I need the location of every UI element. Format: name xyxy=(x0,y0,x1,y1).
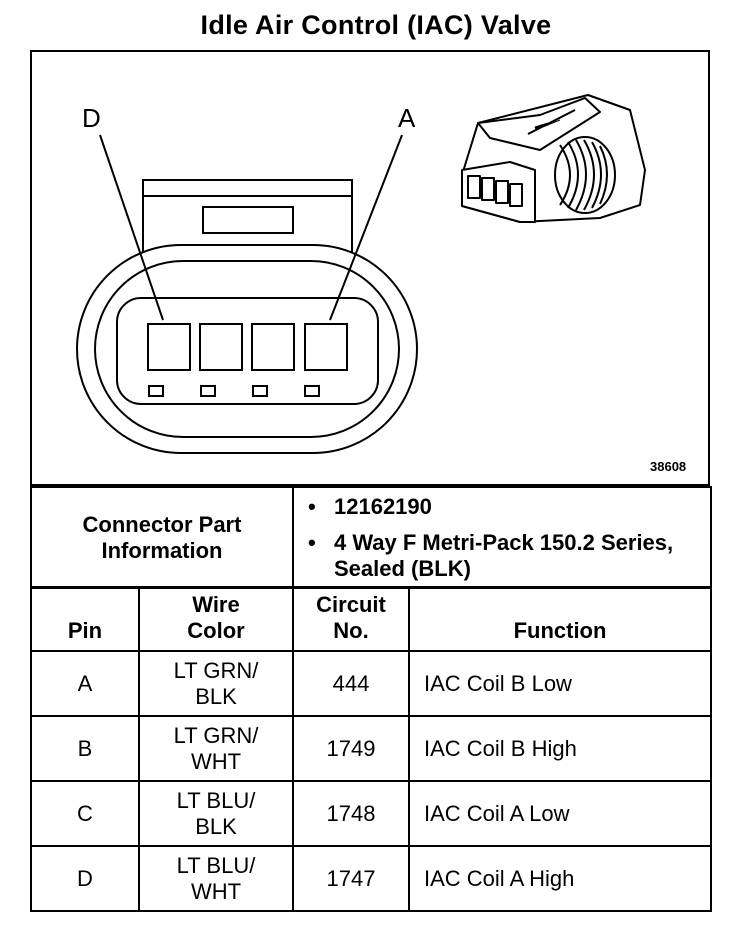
leader-line-a xyxy=(329,134,403,321)
wire-color-cell: LT BLU/BLK xyxy=(138,780,294,847)
connector-figure-frame xyxy=(30,50,710,486)
connector-inner-shell xyxy=(94,260,400,438)
function-cell: IAC Coil A Low xyxy=(408,780,712,847)
page-title: Idle Air Control (IAC) Valve xyxy=(200,10,552,40)
header-circuit: Circuit No. xyxy=(292,586,410,652)
pin-label-d: D xyxy=(82,103,101,133)
pin-cell: A xyxy=(30,650,140,717)
connector-part-info-label: Connector Part Information xyxy=(30,486,294,589)
function-cell: IAC Coil A High xyxy=(408,845,712,912)
terminal-cavity-a xyxy=(304,323,348,371)
header-function: Function xyxy=(408,586,712,652)
figure-number: 38608 xyxy=(650,459,687,474)
table-header-row: Pin Wire Color Circuit No. Function xyxy=(30,586,712,652)
connector-outer-shell xyxy=(76,244,418,454)
wire-color-cell: LT BLU/WHT xyxy=(138,845,294,912)
function-cell: IAC Coil B High xyxy=(408,715,712,782)
header-pin: Pin xyxy=(30,586,140,652)
leader-line-d xyxy=(99,134,164,321)
pin-cell: B xyxy=(30,715,140,782)
wire-color-cell: LT GRN/WHT xyxy=(138,715,294,782)
terminal-cavity-b xyxy=(251,323,295,371)
function-cell: IAC Coil B Low xyxy=(408,650,712,717)
table-row: C LT BLU/BLK 1748 IAC Coil A Low xyxy=(30,780,712,847)
circuit-cell: 1747 xyxy=(292,845,410,912)
table-row: A LT GRN/BLK 444 IAC Coil B Low xyxy=(30,650,712,717)
connector-info-table: Connector Part Information •12162190 •4 … xyxy=(30,486,712,589)
part-description: •4 Way F Metri-Pack 150.2 Series, Sealed… xyxy=(308,529,674,581)
part-number: •12162190 xyxy=(308,493,432,519)
latch-slot xyxy=(202,206,294,234)
connector-part-info-list: •12162190 •4 Way F Metri-Pack 150.2 Seri… xyxy=(292,486,712,589)
cavity-area xyxy=(116,297,379,405)
circuit-cell: 1748 xyxy=(292,780,410,847)
terminal-cavity-c xyxy=(199,323,243,371)
header-wire-color: Wire Color xyxy=(138,586,294,652)
pinout-table: Pin Wire Color Circuit No. Function A LT… xyxy=(30,586,712,912)
latch-housing xyxy=(142,179,353,252)
table-row: D LT BLU/WHT 1747 IAC Coil A High xyxy=(30,845,712,912)
wire-color-cell: LT GRN/BLK xyxy=(138,650,294,717)
table-row: B LT GRN/WHT 1749 IAC Coil B High xyxy=(30,715,712,782)
circuit-cell: 1749 xyxy=(292,715,410,782)
pin-label-a: A xyxy=(398,103,416,133)
pin-cell: D xyxy=(30,845,140,912)
connector-3d-view xyxy=(461,94,646,223)
terminal-cavity-d xyxy=(147,323,191,371)
connector-face-view xyxy=(76,179,418,454)
circuit-cell: 444 xyxy=(292,650,410,717)
pin-cell: C xyxy=(30,780,140,847)
